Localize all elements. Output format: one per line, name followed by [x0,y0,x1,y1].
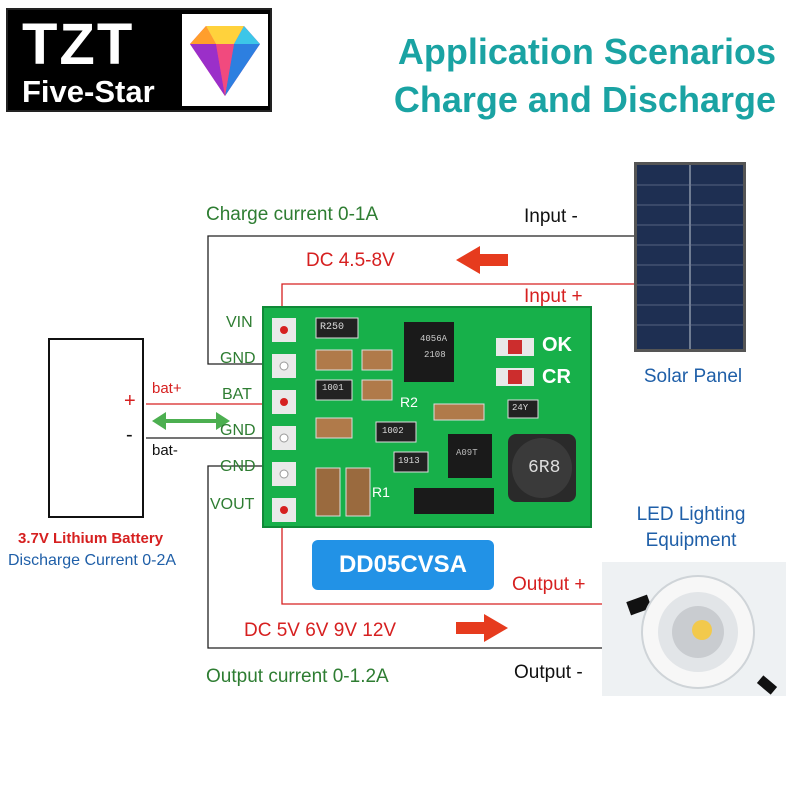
brand-logo: TZT Five-Star [6,8,272,112]
discharge-arrow-icon [456,614,508,642]
silk-r1002: 1002 [382,426,404,436]
gem-icon [182,14,268,106]
logo-tagline: Five-Star [22,74,155,109]
dd05cvsa-module-board: R250 4056A 2108 OK CR 1001 R2 24Y 1002 1… [262,306,592,528]
silk-inductor: 6R8 [528,458,561,478]
pin-label-vin: VIN [226,314,253,331]
charge-voltage-label: DC 4.5-8V [306,250,395,271]
silk-chip-code: 2108 [424,350,446,360]
discharge-current-label: Discharge Current 0-2A [8,552,177,569]
silk-r250: R250 [320,322,345,333]
page-subtitle: Charge and Discharge [393,79,776,120]
pin-label-bat: BAT [222,386,252,403]
silk-mosfet: A09T [456,448,478,458]
charge-arrow-icon [456,246,508,274]
led-label-line2: Equipment [645,530,737,551]
input-negative-label: Input - [524,206,578,227]
silk-chip: 4056A [420,334,448,344]
battery-plus-sign: + [124,390,136,412]
silk-r2: R2 [400,394,418,410]
battery-bidirectional-arrow-icon [152,412,166,430]
output-voltage-label: DC 5V 6V 9V 12V [244,620,397,641]
bat-minus-label: bat- [152,442,178,459]
solar-panel-image [634,162,746,352]
input-positive-label: Input + [524,286,583,307]
battery-name: 3.7V Lithium Battery [18,530,164,547]
pin-label-gnd: GND [220,350,256,367]
charge-current-label: Charge current 0-1A [206,204,379,225]
logo-brand: TZT [22,12,135,77]
pin-label-gnd: GND [220,422,256,439]
bat-plus-label: bat+ [152,380,182,397]
battery-minus-sign: - [126,424,133,446]
battery-box [48,338,144,518]
output-positive-label: Output + [512,574,586,595]
output-current-label: Output current 0-1.2A [206,666,389,687]
silk-r1: R1 [372,484,390,500]
silk-cap: 24Y [512,403,529,413]
solar-panel-label: Solar Panel [643,366,743,387]
silk-ok: OK [542,334,572,356]
page-title: Application Scenarios [397,31,776,72]
led-lamp-image [602,562,786,696]
silk-r1913: 1913 [398,456,420,466]
output-negative-label: Output - [514,662,583,683]
led-label-line1: LED Lighting [636,504,746,525]
pin-label-vout: VOUT [210,496,255,513]
silk-r1001: 1001 [322,383,344,393]
pin-label-gnd: GND [220,458,256,475]
silk-cr: CR [542,366,571,388]
module-model-badge: DD05CVSA [312,540,494,590]
